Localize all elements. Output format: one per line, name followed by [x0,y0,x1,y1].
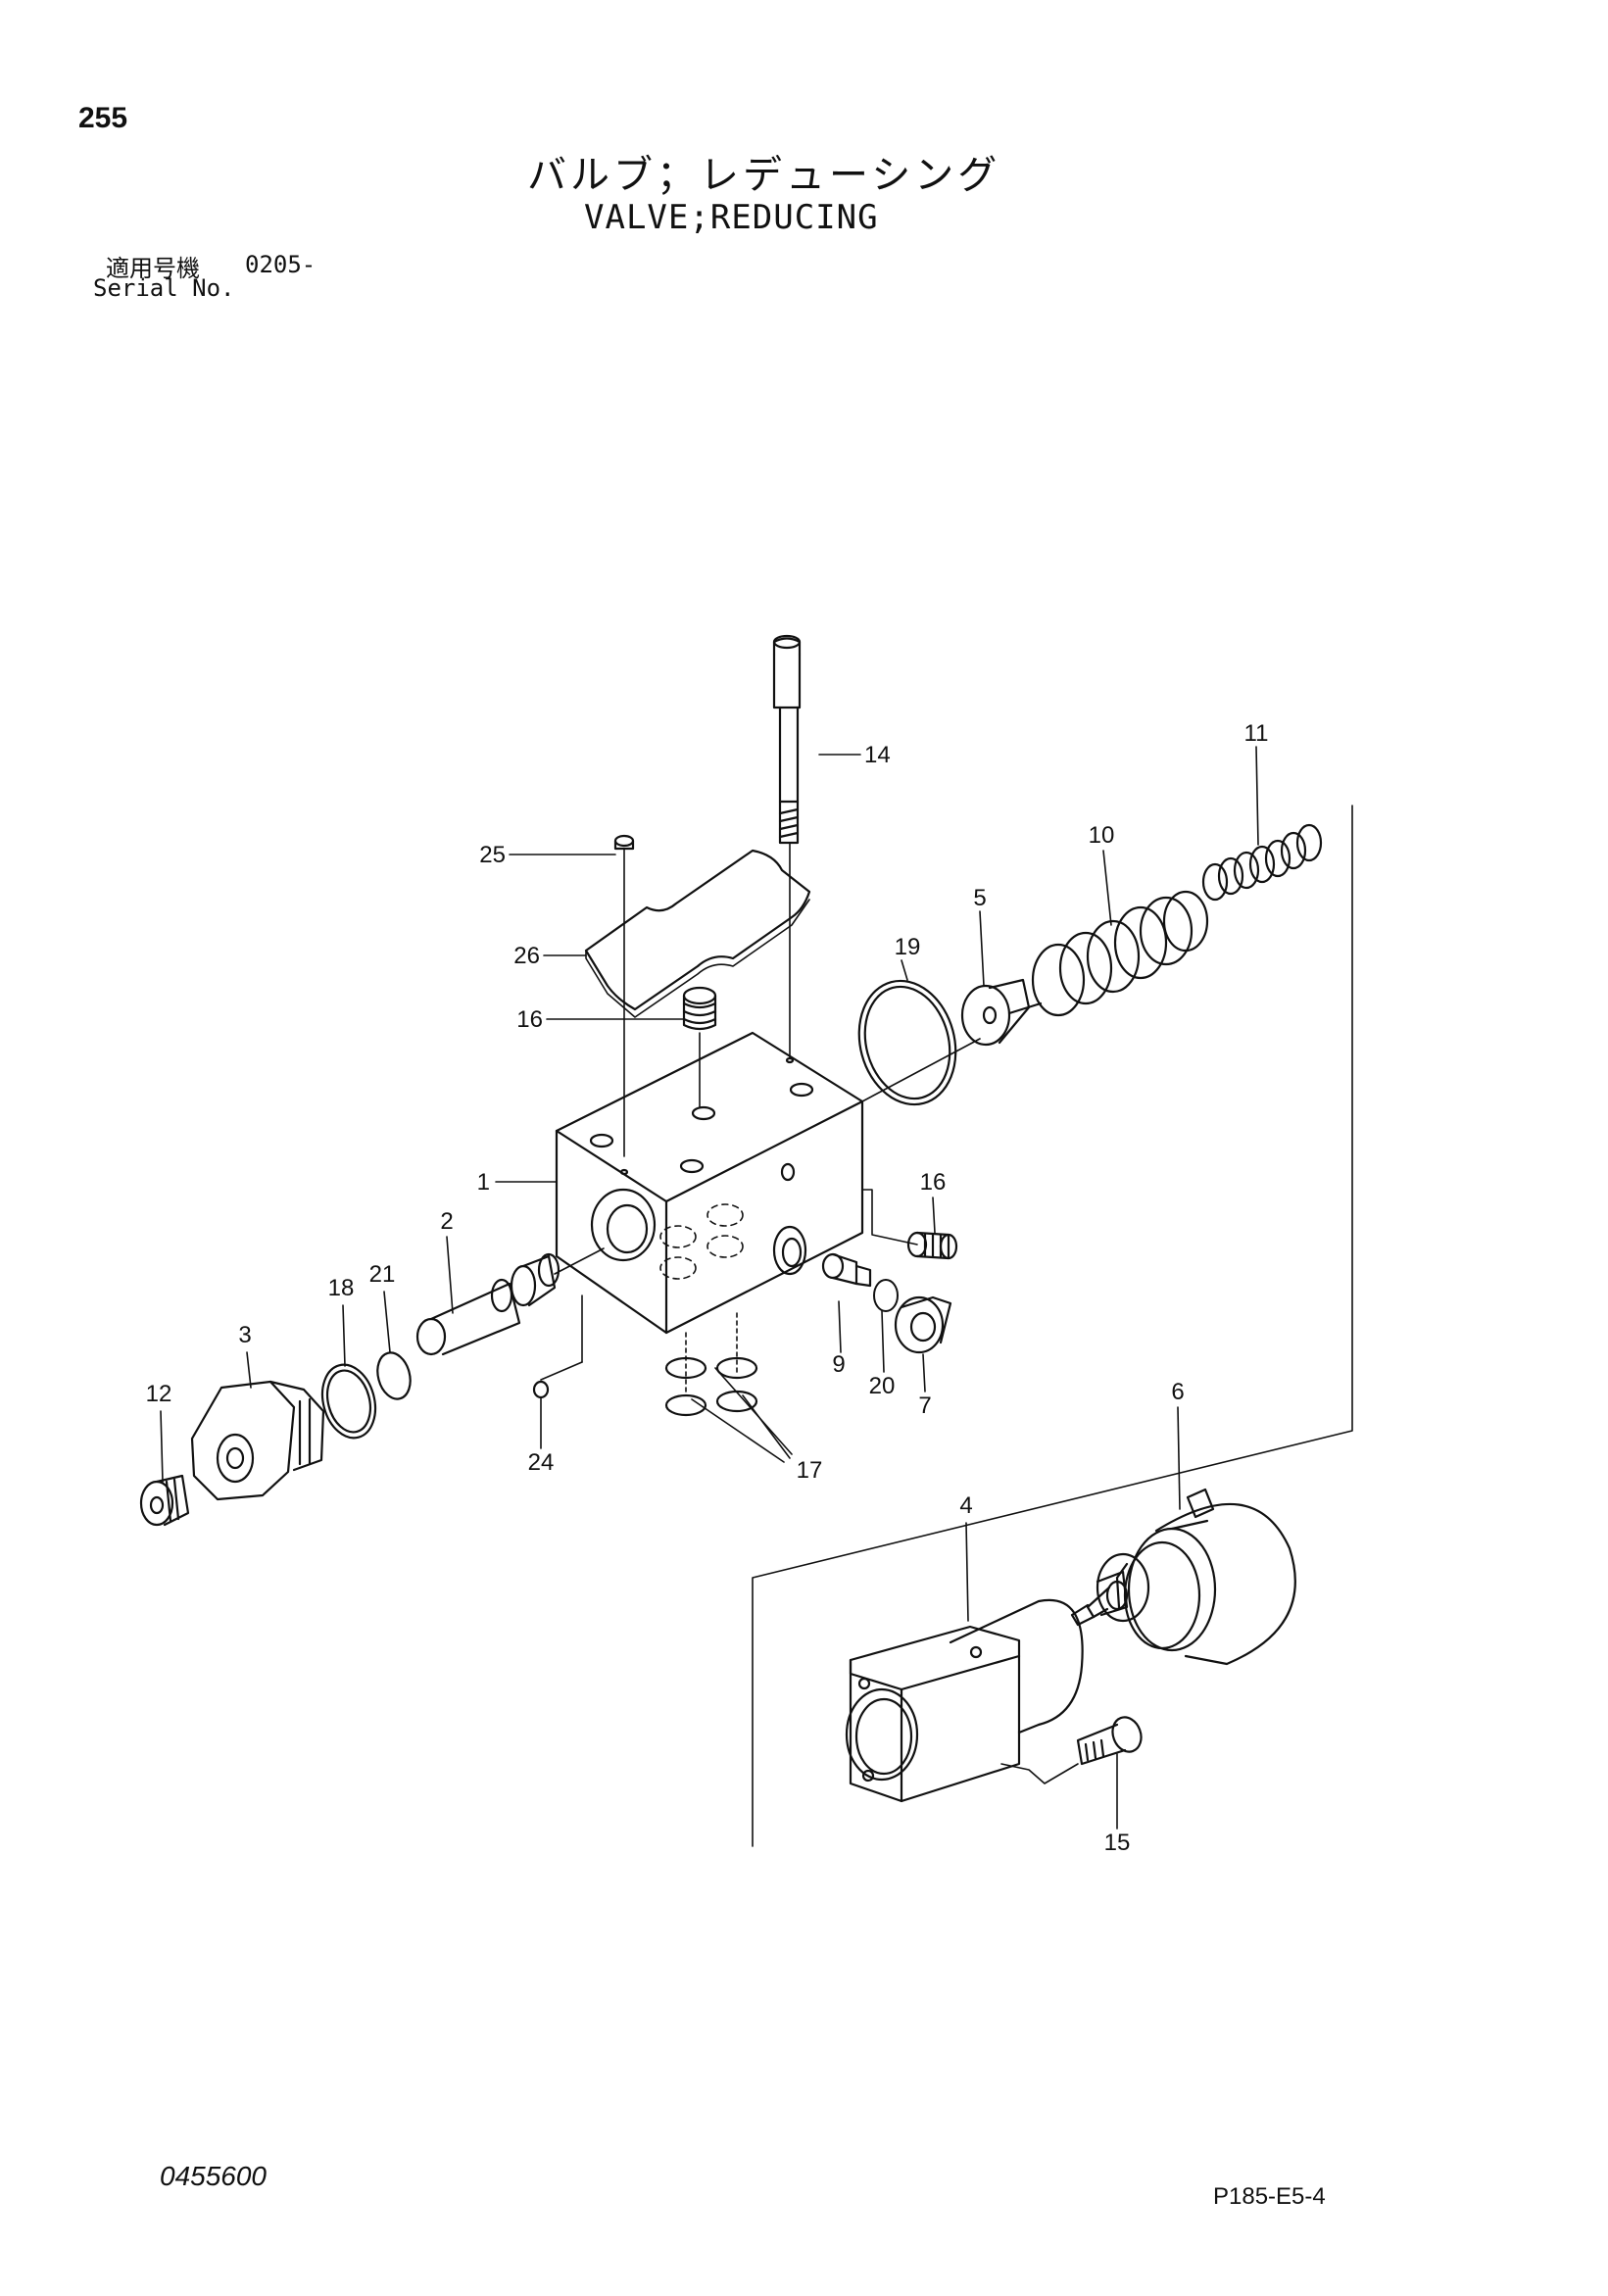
page-number: 255 [78,102,128,134]
serial-label-japanese: 適用号機 [106,255,200,282]
part-1-valve-body [555,1031,864,1392]
part-2-spool [415,1247,605,1356]
part-14-bolt [772,634,802,1059]
callout-11: 11 [1244,720,1269,747]
callout-6: 6 [1171,1379,1184,1405]
callout-14: 14 [864,742,891,768]
part-9-fitting [821,1252,872,1288]
part-18-o-ring [320,1363,377,1440]
callout-3: 3 [238,1322,251,1348]
callout-9: 9 [832,1351,845,1378]
document-number: 0455600 [160,2161,268,2191]
callout-16-right: 16 [920,1169,947,1196]
part-5-spring-seat [960,978,1043,1047]
serial-value: 0205- [245,251,317,278]
part-4-solenoid-housing [845,1598,1084,1803]
callout-4: 4 [959,1492,972,1519]
callout-26: 26 [513,943,540,969]
callout-17: 17 [797,1457,823,1484]
part-6-solenoid [1070,1488,1296,1666]
part-17-o-rings [664,1356,793,1463]
callout-2: 2 [440,1208,453,1235]
part-3-hex-fitting [190,1380,325,1501]
part-15-screw [1000,1716,1143,1830]
part-19-o-ring [857,979,981,1106]
title-english: VALVE;REDUCING [584,198,879,237]
title-japanese: バルブ；レデューシング [527,153,1001,198]
callout-5: 5 [973,885,986,911]
part-10-spring [1031,890,1209,1017]
part-21-o-ring [376,1351,412,1400]
callout-15: 15 [1104,1830,1131,1856]
part-20-o-ring [873,1279,899,1312]
part-16-plug-top [682,986,717,1108]
page-code: P185-E5-4 [1213,2183,1326,2210]
callout-24: 24 [528,1449,555,1476]
part-16-plug-right [861,1189,958,1260]
callout-21: 21 [369,1261,396,1288]
callout-12: 12 [146,1381,172,1407]
callout-10: 10 [1089,822,1115,849]
serial-label-english: Serial No. [93,274,235,302]
part-11-spring [1201,823,1323,902]
part-12-plug [139,1474,190,1527]
callout-19: 19 [895,934,921,960]
callout-1: 1 [477,1169,490,1196]
callout-7: 7 [918,1392,931,1419]
part-24-plug [532,1295,583,1399]
leader-lines [160,746,1259,1622]
callout-18: 18 [328,1275,355,1301]
callout-16-top: 16 [516,1006,543,1033]
part-7-plug [894,1295,952,1354]
callout-25: 25 [479,842,506,868]
callout-20: 20 [869,1373,896,1399]
part-26-cover-plate [584,849,811,1011]
